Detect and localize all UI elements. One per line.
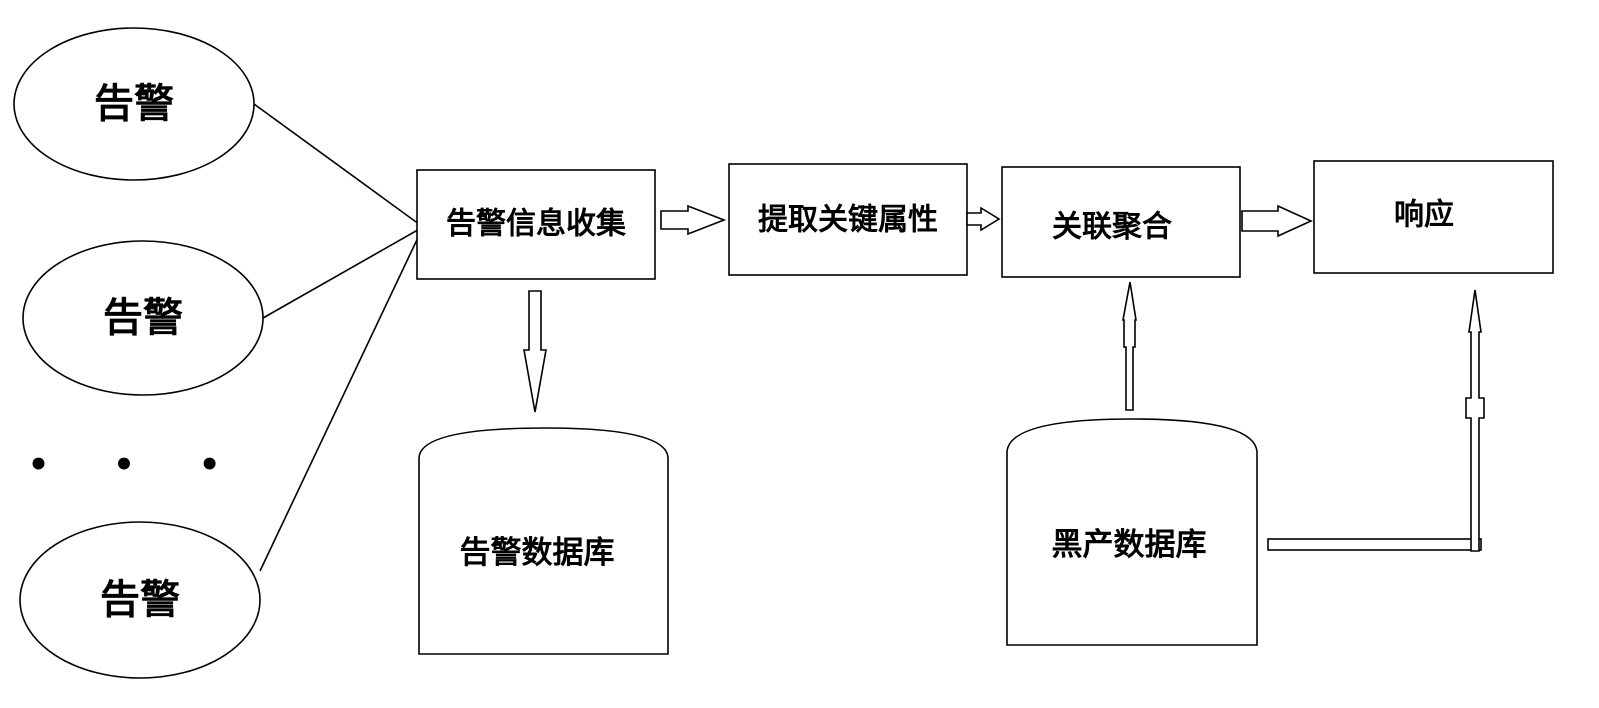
step-label-collect: 告警信息收集	[446, 207, 627, 242]
database-blackmarket: 黑产数据库	[1006, 418, 1258, 646]
step-box-respond: 响应	[1313, 160, 1554, 274]
arrow-blackdb-to-correlate	[1122, 281, 1137, 411]
database-alerts: 告警数据库	[418, 427, 669, 655]
step-label-extract: 提取关键属性	[758, 203, 938, 238]
alert-node-1: 告警	[13, 27, 255, 181]
step-label-respond: 响应	[1394, 198, 1454, 233]
arrow-collect-to-extract	[660, 204, 727, 236]
arrow-extract-to-correlate	[966, 206, 1001, 232]
database-label-alerts: 告警数据库	[460, 535, 615, 571]
step-box-collect: 告警信息收集	[416, 169, 656, 280]
ellipsis-dots: • • •	[28, 445, 247, 485]
step-box-correlate: 关联聚合	[1001, 166, 1241, 278]
step-label-correlate: 关联聚合	[1052, 210, 1172, 245]
alert-label: 告警	[103, 295, 183, 341]
arrow-collect-to-alert-db	[523, 290, 547, 413]
alert-node-2: 告警	[22, 240, 264, 396]
arrow-correlate-to-respond	[1241, 204, 1313, 238]
alert-node-3: 告警	[19, 521, 261, 679]
connector-alert-1	[253, 103, 424, 228]
alert-label: 告警	[100, 577, 180, 623]
connector-alert-2	[262, 226, 424, 319]
alert-label: 告警	[94, 81, 174, 127]
step-box-extract: 提取关键属性	[728, 163, 968, 276]
database-label-blackmarket: 黑产数据库	[1052, 527, 1207, 563]
arrow-blackdb-to-respond	[1267, 289, 1485, 552]
connector-alert-3	[259, 226, 424, 572]
